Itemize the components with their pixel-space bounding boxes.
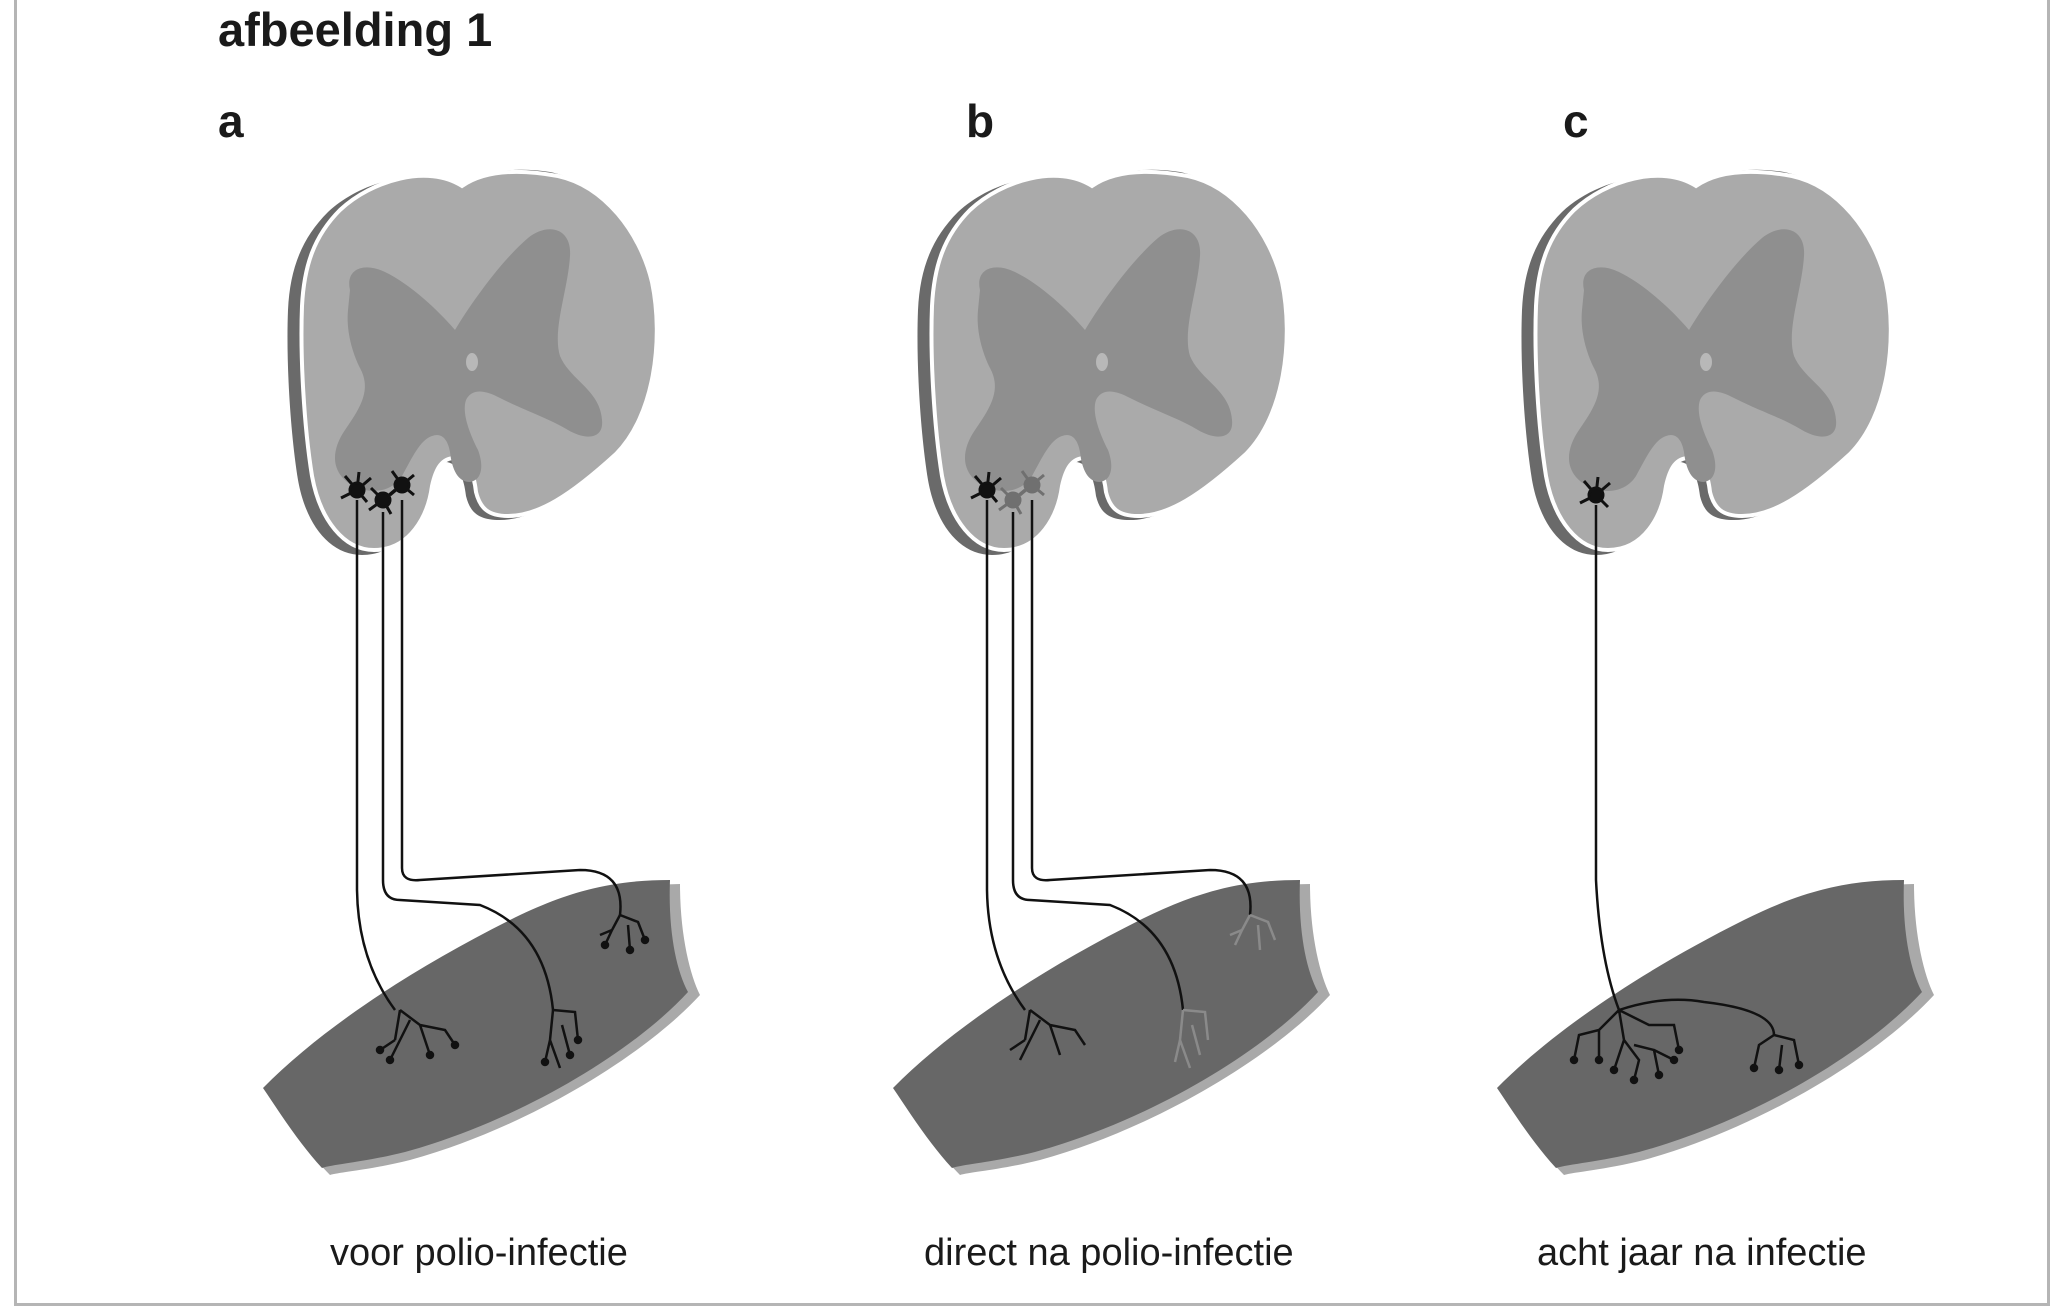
panel-b-diagram [893, 169, 1330, 1175]
motor-neuron-c [1569, 505, 1804, 1085]
panel-caption-a: voor polio-infectie [330, 1232, 628, 1274]
panel-a-diagram [263, 169, 700, 1175]
muscle-c [1497, 880, 1934, 1175]
panel-letter-a: a [218, 95, 244, 147]
panel-caption-b: direct na polio-infectie [924, 1232, 1294, 1274]
muscle-b [893, 880, 1330, 1175]
panel-letter-b: b [966, 95, 995, 147]
neuron-cell-bodies-a [340, 470, 415, 515]
panel-letter-c: c [1563, 95, 1589, 147]
panel-c-diagram [1497, 169, 1934, 1175]
figure-frame [14, 0, 2050, 1306]
neuron-cell-bodies-b [970, 470, 1045, 515]
neuron-cell-body-c [1579, 476, 1611, 509]
panel-caption-c: acht jaar na infectie [1537, 1232, 1867, 1274]
motor-neurons-b [985, 500, 1277, 1069]
motor-neurons-a [355, 500, 650, 1069]
muscle-a [263, 880, 700, 1175]
figure-title: afbeelding 1 [218, 3, 493, 56]
